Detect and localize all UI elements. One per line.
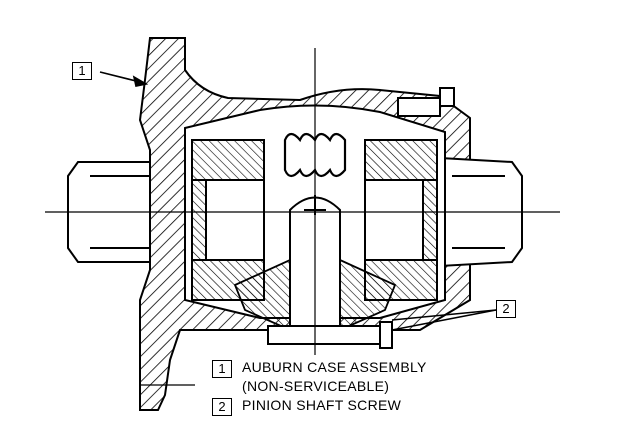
callout-2-box: 2 (496, 300, 516, 318)
legend-1-text: AUBURN CASE ASSEMBLY (242, 359, 427, 375)
legend-2-box: 2 (212, 398, 232, 416)
legend-2-text: PINION SHAFT SCREW (242, 397, 402, 413)
leader-lines (99, 71, 497, 331)
legend-1-box: 1 (212, 360, 232, 378)
left-side-gear (191, 139, 265, 301)
center-lines (45, 48, 560, 386)
legend-1-continuation: (NON-SERVICEABLE) (242, 378, 390, 394)
right-side-gear (364, 139, 438, 301)
upper-bolt (397, 87, 455, 117)
callout-1-box: 1 (72, 62, 92, 80)
pinion-shaft-screw (267, 321, 393, 349)
